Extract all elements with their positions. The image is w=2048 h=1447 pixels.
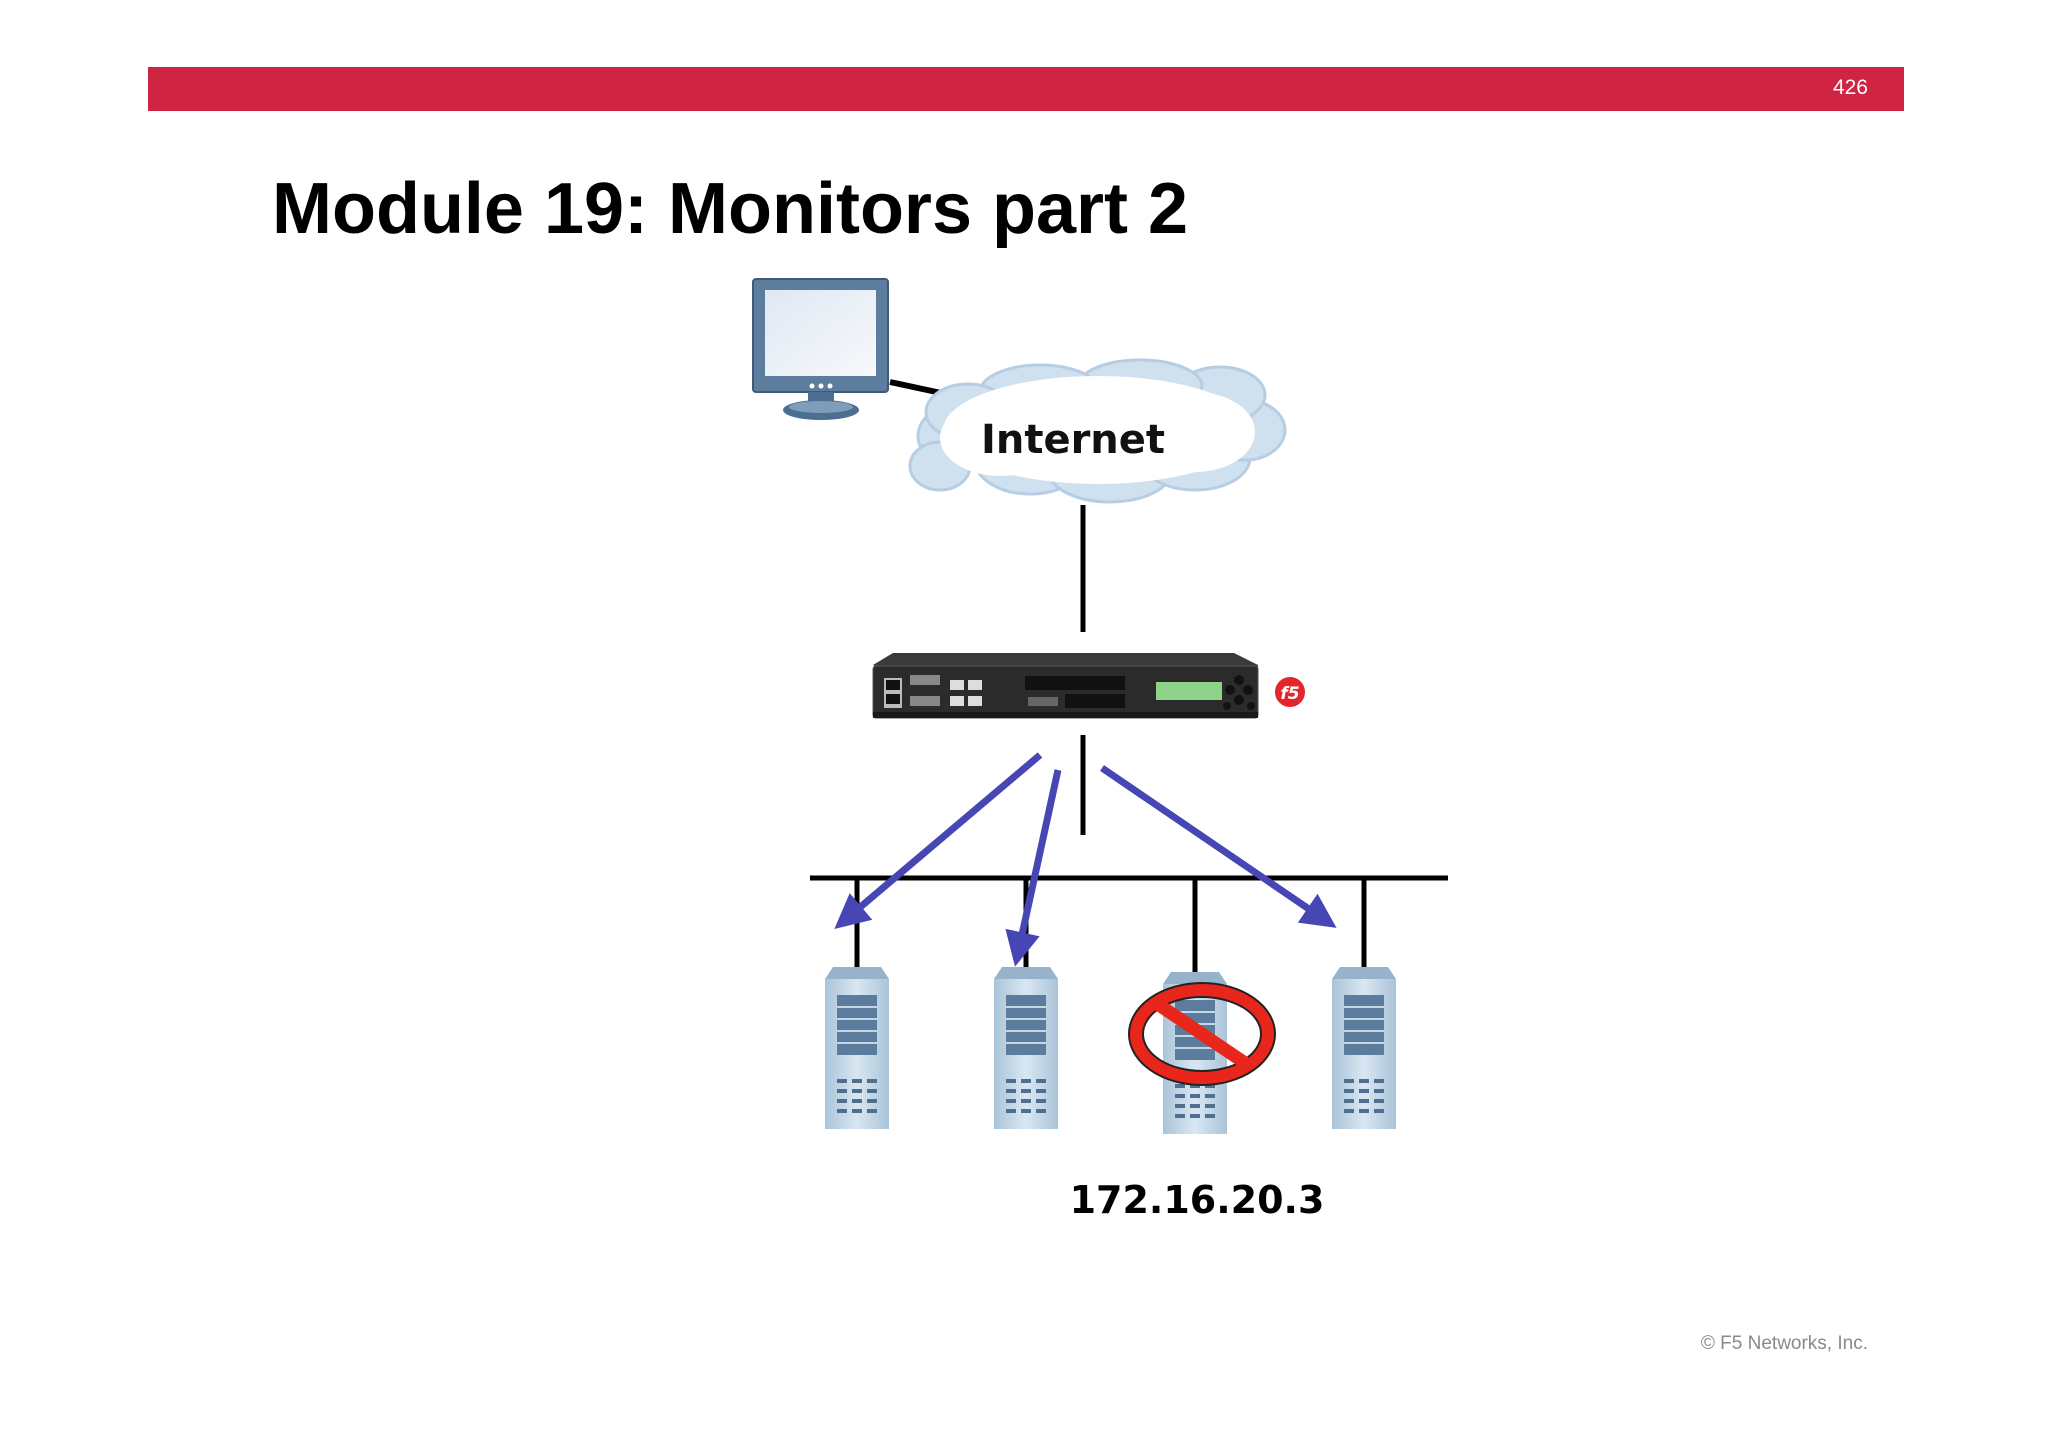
monitor-icon xyxy=(752,278,889,420)
prohibited-icon xyxy=(1128,982,1276,1086)
header-bar: 426 xyxy=(148,67,1904,111)
slide-title: Module 19: Monitors part 2 xyxy=(272,169,1189,249)
slide-number: 426 xyxy=(1832,76,1868,99)
probe-arrow-3 xyxy=(1100,765,1337,928)
svg-text:f5: f5 xyxy=(1280,684,1299,704)
server-icon xyxy=(994,967,1058,1129)
monitor-arrows xyxy=(834,752,1337,967)
server-icon xyxy=(1332,967,1396,1129)
server-ip-label: 172.16.20.3 xyxy=(1070,1178,1325,1222)
server-icon xyxy=(825,967,889,1129)
probe-arrow-2 xyxy=(1005,769,1062,967)
server-icon xyxy=(1163,972,1227,1134)
cloud-label: Internet xyxy=(981,417,1165,463)
copyright: © F5 Networks, Inc. xyxy=(1700,1333,1868,1354)
cloud-icon: Internet xyxy=(908,358,1287,504)
load-balancer-icon: f5 xyxy=(872,653,1307,719)
probe-arrow-1 xyxy=(834,752,1043,930)
